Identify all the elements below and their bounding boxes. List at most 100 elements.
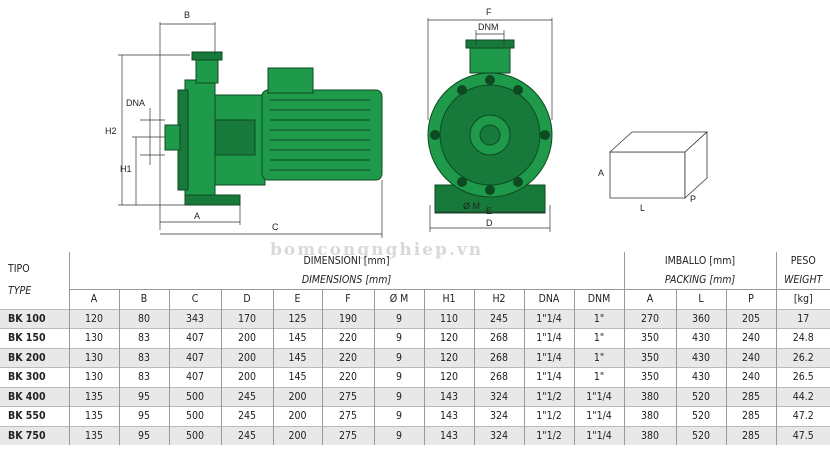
spec-table: TIPO TYPE DIMENSIONI [mm] DIMENSIONS [mm… (0, 252, 830, 445)
table-cell: 120 (68, 308, 119, 329)
model-cell: BK 150 (0, 328, 69, 348)
table-cell: 170 (220, 308, 273, 329)
packing-header: IMBALLO [mm] PACKING [mm] (623, 252, 776, 290)
table-cell: 145 (272, 328, 322, 348)
table-cell: 343 (168, 308, 221, 329)
table-cell: 245 (473, 308, 524, 329)
table-cell: 95 (118, 406, 169, 426)
table-cell: 285 (725, 386, 776, 407)
label-c: C (272, 222, 279, 232)
model-cell: BK 400 (0, 386, 69, 407)
table-cell: 270 (623, 308, 676, 329)
table-cell: 350 (623, 328, 676, 348)
box-label-a: A (598, 168, 604, 178)
table-cell: 190 (321, 308, 374, 329)
label-b: B (184, 10, 190, 20)
table-cell: 9 (373, 308, 424, 329)
table-cell: 1"1/2 (523, 386, 574, 407)
table-cell: 24.8 (775, 328, 830, 348)
table-cell: 135 (68, 406, 119, 426)
table-cell: 135 (68, 386, 119, 407)
table-cell: 407 (168, 367, 221, 387)
label-a: A (194, 211, 200, 221)
table-cell: 220 (321, 367, 374, 387)
table-cell: 430 (675, 347, 726, 368)
table-cell: 1"1/4 (573, 425, 624, 445)
table-cell: 360 (675, 308, 726, 329)
table-cell: 145 (272, 367, 322, 387)
table-cell: 500 (168, 425, 221, 445)
table-cell: 120 (423, 347, 474, 368)
table-cell: 9 (373, 425, 424, 445)
table-cell: 120 (423, 367, 474, 387)
label-f: F (486, 7, 492, 17)
table-cell: 275 (321, 386, 374, 407)
dimensions-header: DIMENSIONI [mm] DIMENSIONS [mm] (68, 252, 624, 290)
table-cell: 220 (321, 347, 374, 368)
table-cell: 240 (725, 367, 776, 387)
table-cell: 1" (573, 347, 624, 368)
table-cell: 520 (675, 406, 726, 426)
table-cell: 380 (623, 386, 676, 407)
table-cell: 407 (168, 347, 221, 368)
model-cell: BK 550 (0, 406, 69, 426)
table-cell: 324 (473, 386, 524, 407)
table-cell: 1"1/4 (573, 406, 624, 426)
table-cell: 205 (725, 308, 776, 329)
table-cell: 1"1/4 (523, 367, 574, 387)
table-cell: 245 (220, 425, 273, 445)
table-cell: 44.2 (775, 386, 830, 407)
table-cell: 285 (725, 425, 776, 445)
table-cell: 1"1/2 (523, 425, 574, 445)
table-cell: 9 (373, 406, 424, 426)
box-label-p: P (690, 194, 696, 204)
table-cell: 47.5 (775, 425, 830, 445)
table-cell: 200 (220, 328, 273, 348)
table-cell: 83 (118, 328, 169, 348)
packing-box (608, 131, 709, 199)
table-cell: 125 (272, 308, 322, 329)
table-cell: 130 (68, 367, 119, 387)
pump-front-view (427, 39, 553, 214)
table-cell: 220 (321, 328, 374, 348)
table-cell: 1"1/4 (573, 386, 624, 407)
table-cell: 200 (272, 386, 322, 407)
pump-drawing: B H2 DNA H1 A C (105, 7, 709, 238)
label-dnm: DNM (478, 22, 499, 32)
table-cell: 200 (272, 406, 322, 426)
label-d: D (486, 218, 493, 228)
label-h1: H1 (120, 164, 132, 174)
box-label-l: L (640, 203, 645, 213)
table-cell: 240 (725, 347, 776, 368)
table-cell: 500 (168, 386, 221, 407)
table-cell: 9 (373, 347, 424, 368)
table-cell: 1"1/4 (523, 347, 574, 368)
table-cell: 200 (272, 425, 322, 445)
table-cell: 245 (220, 406, 273, 426)
table-cell: 143 (423, 386, 474, 407)
table-cell: 200 (220, 347, 273, 368)
table-cell: 285 (725, 406, 776, 426)
model-cell: BK 100 (0, 308, 69, 329)
table-cell: 350 (623, 347, 676, 368)
table-cell: 200 (220, 367, 273, 387)
tipo-header: TIPO TYPE (8, 263, 32, 298)
table-cell: 1"1/2 (523, 406, 574, 426)
label-om: Ø M (463, 201, 480, 211)
table-cell: 275 (321, 425, 374, 445)
column-header-row: A B C D E F Ø M H1 H2 DNA DNM A L P [kg] (0, 289, 830, 309)
table-cell: 324 (473, 425, 524, 445)
table-cell: 268 (473, 367, 524, 387)
table-cell: 268 (473, 347, 524, 368)
table-cell: 275 (321, 406, 374, 426)
table-cell: 324 (473, 406, 524, 426)
table-cell: 95 (118, 425, 169, 445)
table-cell: 83 (118, 347, 169, 368)
table-cell: 1" (573, 308, 624, 329)
